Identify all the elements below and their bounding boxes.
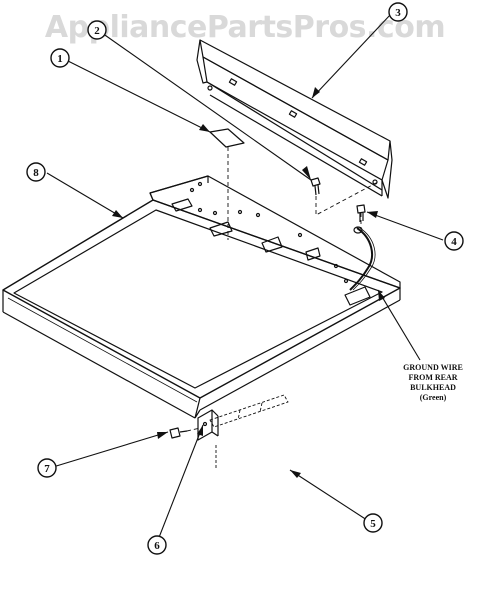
callout-4-text: 4: [451, 236, 457, 248]
screw-front-part: [169, 427, 188, 439]
note-line-4: (Green): [419, 393, 447, 402]
callout-6-text: 6: [154, 540, 160, 552]
callout-5: 5: [363, 513, 383, 533]
note-line-2: FROM REAR: [408, 373, 458, 382]
ground-screw-part: [356, 204, 366, 222]
callout-6: 6: [147, 535, 167, 555]
callout-7-text: 7: [44, 463, 50, 475]
screw-part: [310, 177, 321, 196]
ground-wire-note: GROUND WIRE FROM REAR BULKHEAD (Green): [392, 363, 474, 403]
leader-lines: [46, 13, 444, 541]
ground-wire-part: [349, 226, 376, 291]
assembly-lines: [186, 147, 379, 432]
hinge-bracket-part: [197, 409, 219, 441]
callout-1-text: 1: [57, 53, 63, 65]
note-line-1: GROUND WIRE: [403, 363, 463, 372]
hinge-part: [209, 394, 289, 470]
callout-1: 1: [50, 48, 70, 68]
callout-4: 4: [444, 231, 464, 251]
leader-arrowheads: [112, 87, 385, 478]
callout-3: 3: [388, 2, 408, 22]
callout-2: 2: [87, 20, 107, 40]
callout-2-text: 2: [94, 25, 100, 37]
callout-8-text: 8: [33, 167, 39, 179]
control-panel-part: [196, 39, 393, 199]
top-cover-part: [2, 175, 401, 419]
callout-7: 7: [37, 458, 57, 478]
callout-3-text: 3: [395, 7, 401, 19]
callout-8: 8: [26, 162, 46, 182]
note-line-3: BULKHEAD: [410, 383, 456, 392]
callout-5-text: 5: [370, 518, 376, 530]
label-part: [209, 128, 245, 148]
